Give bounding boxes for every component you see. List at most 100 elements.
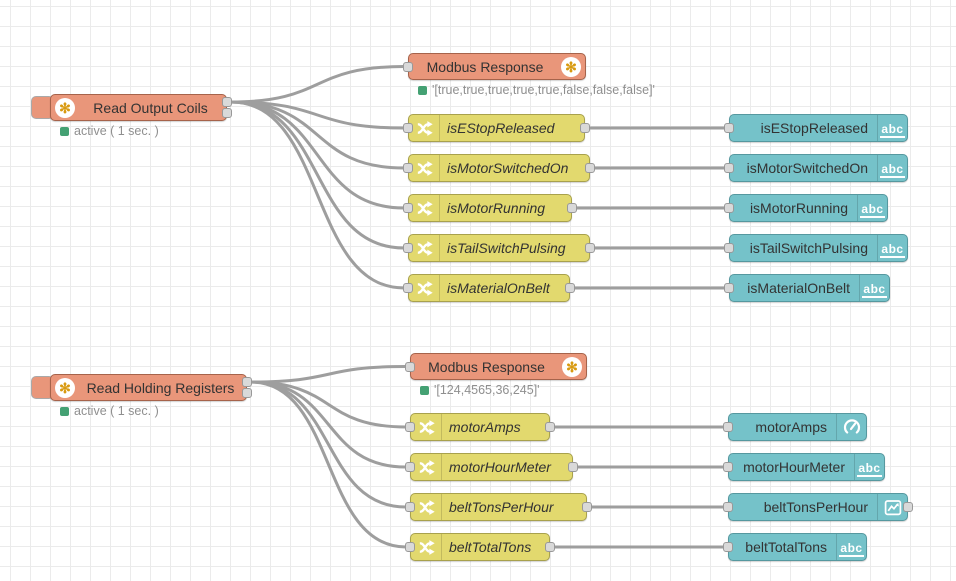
input-port[interactable] — [724, 123, 734, 133]
node-body[interactable]: isEStopReleased — [408, 114, 585, 142]
node-is-motor-running[interactable]: isMotorRunning — [403, 194, 577, 222]
node-body[interactable]: isMotorSwitchedOn — [408, 154, 590, 182]
input-port[interactable] — [403, 283, 413, 293]
wire[interactable] — [249, 365, 408, 384]
node-label: beltTonsPerHour — [763, 499, 868, 515]
input-port[interactable] — [724, 243, 734, 253]
gauge-icon — [842, 417, 862, 437]
node-body[interactable]: ✻Modbus Response — [408, 53, 586, 80]
node-body[interactable]: motorAmps — [728, 413, 867, 441]
input-port[interactable] — [723, 462, 733, 472]
wire[interactable] — [249, 380, 408, 549]
node-label: Modbus Response — [428, 358, 545, 375]
wire[interactable] — [229, 100, 406, 290]
input-port[interactable] — [403, 123, 413, 133]
wire[interactable] — [229, 65, 406, 104]
input-port[interactable] — [724, 283, 734, 293]
output-port[interactable] — [582, 502, 592, 512]
node-body[interactable]: isTailSwitchPulsing — [408, 234, 590, 262]
node-is-material-on-belt[interactable]: isMaterialOnBelt — [403, 274, 575, 302]
node-is-motor-switched-on[interactable]: isMotorSwitchedOn — [403, 154, 595, 182]
node-body[interactable]: ✻Read Holding Registers — [50, 374, 247, 401]
output-port[interactable] — [242, 388, 252, 398]
input-port[interactable] — [403, 61, 413, 72]
input-port[interactable] — [405, 462, 415, 472]
change-shuffle-icon — [415, 159, 434, 178]
wire[interactable] — [229, 100, 406, 170]
node-body[interactable]: beltTonsPerHour — [410, 493, 587, 521]
node-label: motorAmps — [755, 419, 827, 435]
input-port[interactable] — [723, 502, 733, 512]
node-body[interactable]: motorAmps — [410, 413, 550, 441]
wire[interactable] — [249, 380, 408, 509]
node-label: motorHourMeter — [743, 459, 845, 475]
node-body[interactable]: abc motorHourMeter — [728, 453, 885, 481]
output-port[interactable] — [585, 163, 595, 173]
node-motor-hour-meter[interactable]: abc motorHourMeter — [723, 453, 885, 481]
output-port[interactable] — [567, 203, 577, 213]
output-port[interactable] — [222, 97, 232, 107]
node-body[interactable]: ✻Modbus Response — [410, 353, 587, 380]
output-port[interactable] — [545, 422, 555, 432]
icon-zone — [411, 534, 442, 560]
node-modbus-response[interactable]: ✻Modbus Response'[124,4565,36,245]' — [405, 353, 587, 397]
output-port[interactable] — [580, 123, 590, 133]
node-is-estop-released[interactable]: isEStopReleased — [403, 114, 590, 142]
node-body[interactable]: beltTonsPerHour — [728, 493, 908, 521]
output-port[interactable] — [242, 377, 252, 387]
input-port[interactable] — [723, 422, 733, 432]
output-port[interactable] — [903, 502, 913, 512]
node-belt-tons-per-hour[interactable]: beltTonsPerHour — [405, 493, 592, 521]
node-modbus-response[interactable]: ✻Modbus Response'[true,true,true,true,tr… — [403, 53, 655, 97]
input-port[interactable] — [403, 163, 413, 173]
node-motor-amps[interactable]: motorAmps — [723, 413, 867, 441]
wire[interactable] — [249, 380, 408, 429]
node-body[interactable]: motorHourMeter — [410, 453, 573, 481]
output-port[interactable] — [585, 243, 595, 253]
node-body[interactable]: ✻Read Output Coils — [50, 94, 227, 121]
input-port[interactable] — [405, 502, 415, 512]
icon-zone: abc — [854, 454, 884, 480]
input-port[interactable] — [403, 243, 413, 253]
output-port[interactable] — [545, 542, 555, 552]
input-port[interactable] — [724, 203, 734, 213]
wire[interactable] — [229, 100, 406, 210]
wire[interactable] — [229, 100, 406, 130]
node-is-tail-switch-pulsing[interactable]: isTailSwitchPulsing — [403, 234, 595, 262]
node-motor-amps[interactable]: motorAmps — [405, 413, 555, 441]
output-port[interactable] — [222, 108, 232, 118]
node-belt-total-tons[interactable]: beltTotalTons — [405, 533, 555, 561]
input-port[interactable] — [405, 361, 415, 372]
input-port[interactable] — [724, 163, 734, 173]
node-body[interactable]: isMotorRunning — [408, 194, 572, 222]
node-body[interactable]: isMaterialOnBelt — [408, 274, 570, 302]
abc-text-icon: abc — [862, 282, 887, 298]
input-port[interactable] — [723, 542, 733, 552]
node-belt-tons-per-hour[interactable]: beltTonsPerHour — [723, 493, 913, 521]
wire[interactable] — [229, 100, 406, 250]
node-body[interactable]: beltTotalTons — [410, 533, 550, 561]
node-motor-hour-meter[interactable]: motorHourMeter — [405, 453, 578, 481]
output-port[interactable] — [565, 283, 575, 293]
input-port[interactable] — [403, 203, 413, 213]
change-shuffle-icon — [415, 279, 434, 298]
input-port[interactable] — [405, 422, 415, 432]
wire[interactable] — [249, 380, 408, 469]
input-port[interactable] — [405, 542, 415, 552]
output-port[interactable] — [568, 462, 578, 472]
